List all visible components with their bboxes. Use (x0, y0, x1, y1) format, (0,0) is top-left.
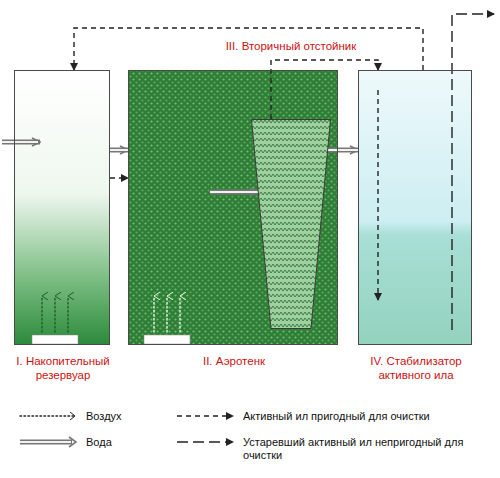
tank-label: I. Накопительный резервуар (7, 354, 119, 382)
water-flow-arrow (110, 150, 128, 151)
air-arrows (154, 296, 180, 332)
sludge-flow-arrow (271, 60, 378, 119)
legend-sample (175, 436, 235, 448)
inlet-water-arrow (2, 142, 40, 143)
tank-fill (358, 70, 472, 345)
water-flow-arrow (328, 150, 358, 151)
legend-item: Активный ил пригодный для очистки (175, 410, 493, 423)
legend-item: Вода (18, 436, 176, 449)
tank-fill (128, 70, 338, 345)
water-flow-arrow (210, 192, 258, 193)
legend-sample (18, 410, 78, 422)
legend-sample (175, 410, 235, 422)
air-arrows (42, 296, 68, 332)
old-sludge-outlet (452, 14, 494, 330)
legend-text: Устаревший активный ил непригодный для о… (243, 436, 493, 462)
diffuser (32, 335, 78, 344)
legend-sample (18, 436, 78, 448)
tank-label: III. Вторичный отстойник (201, 39, 381, 53)
legend-item: Устаревший активный ил непригодный для о… (175, 436, 493, 462)
legend-text: Воздух (86, 410, 176, 423)
sludge-flow-arrow (110, 178, 128, 179)
tank-label: II. Аэротенк (174, 354, 294, 368)
sludge-stabilizer: IV. Стабилизатор активного ила (358, 70, 472, 345)
legend-item: Воздух (18, 410, 176, 423)
tank-fill (14, 70, 110, 345)
trapezoid-outline (251, 119, 331, 329)
sludge-flow-arrow (74, 28, 423, 70)
tank-label: IV. Стабилизатор активного ила (351, 354, 481, 382)
settler-trapezoid: III. Вторичный отстойник (251, 119, 331, 329)
legend-text: Активный ил пригодный для очистки (243, 410, 493, 423)
legend-text: Вода (86, 436, 176, 449)
aeration-tank: II. АэротенкIII. Вторичный отстойник (128, 70, 338, 345)
settling-sludge-arrow (377, 90, 378, 300)
storage-tank: I. Накопительный резервуар (14, 70, 110, 345)
diffuser (144, 335, 190, 344)
